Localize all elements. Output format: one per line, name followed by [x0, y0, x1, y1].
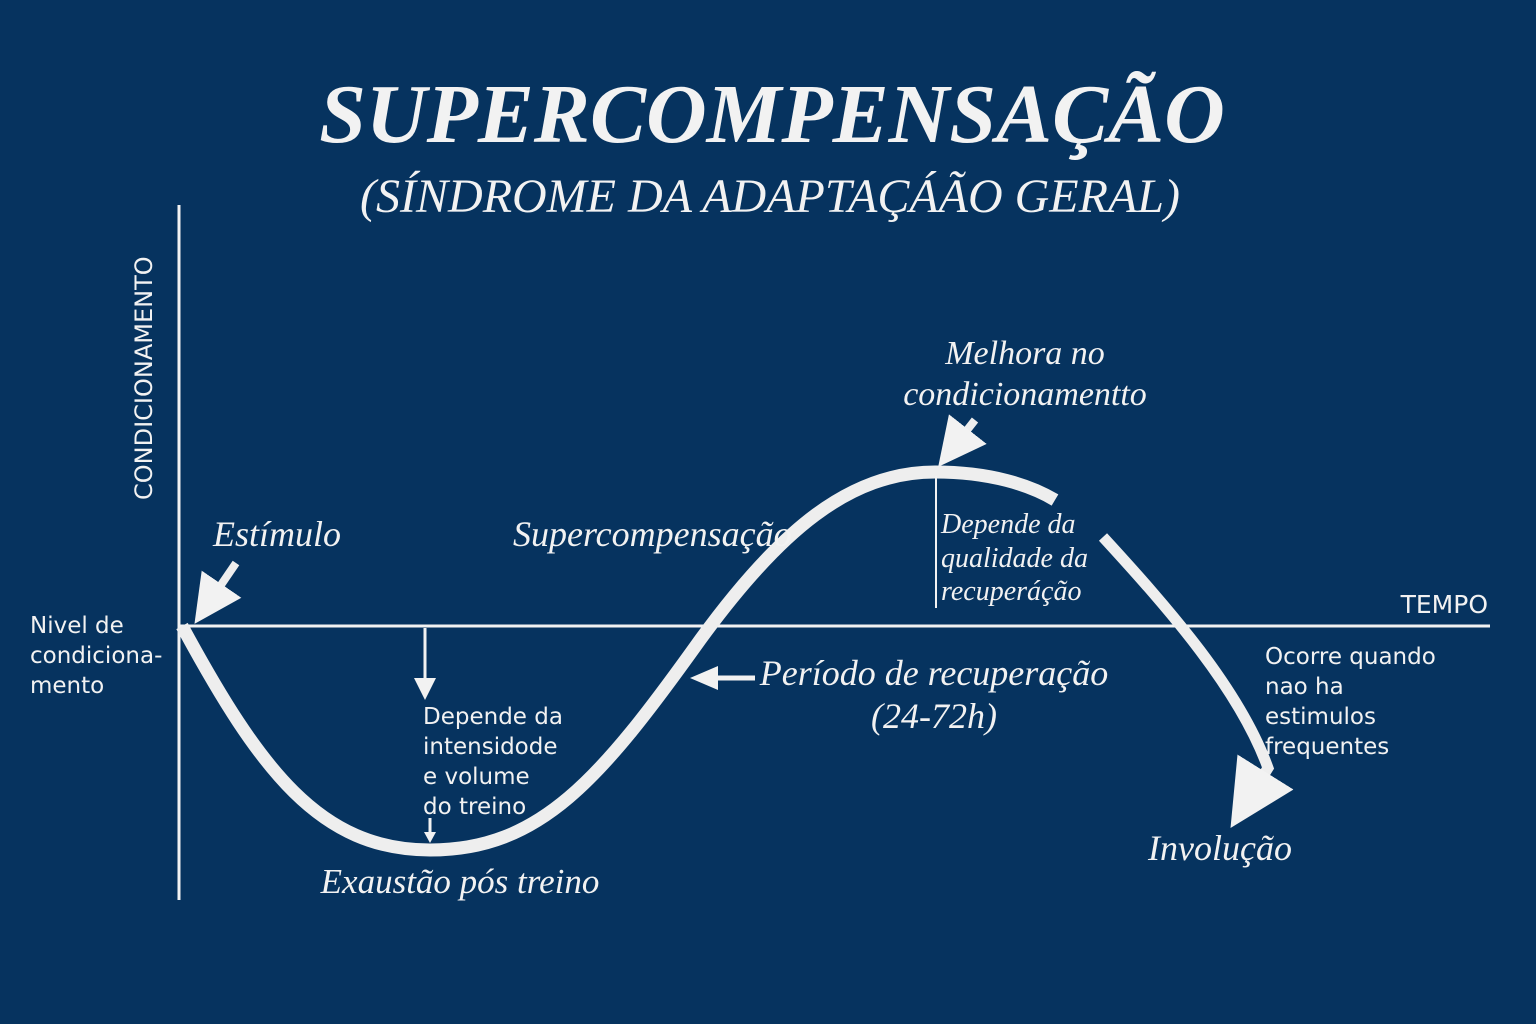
- training-dependence-line: intensidode: [423, 734, 558, 760]
- exhaustion-arrow-head-icon: [424, 832, 436, 843]
- improvement-label-line: condicionamentto: [903, 376, 1147, 413]
- recovery-period-line: Período de recuperação: [759, 653, 1109, 693]
- training-dependence-line: e volume: [423, 764, 530, 790]
- involution-note-line: Ocorre quando: [1265, 644, 1436, 670]
- supercompensation-curve: [176, 465, 1059, 857]
- supercompensation-label: Supercompensação: [513, 514, 792, 554]
- subtitle: (SÍNDROME DA ADAPTAÇÁÃO GERAL): [360, 170, 1180, 223]
- recovery-quality-line: Depende da: [940, 509, 1076, 540]
- involution-curve: [1098, 533, 1294, 828]
- involution-note-line: estimulos: [1265, 704, 1376, 730]
- recovery-period-line: (24-72h): [871, 696, 997, 736]
- title: SUPERCOMPENSAÇÃO: [319, 68, 1225, 161]
- x-axis-label: TEMPO: [1400, 590, 1488, 619]
- training-arrow-head-icon: [414, 678, 436, 700]
- stimulus-arrow-icon: [194, 560, 242, 624]
- baseline-label-line: condiciona-: [30, 643, 162, 669]
- involution-note-line: nao ha: [1265, 674, 1344, 700]
- training-dependence-line: do treino: [423, 794, 526, 820]
- stimulus-label: Estímulo: [212, 514, 341, 554]
- baseline-label-line: Nivel de: [30, 613, 124, 639]
- recovery-quality-line: qualidade da: [941, 543, 1088, 574]
- involution-note-line: frequentes: [1265, 734, 1389, 760]
- recovery-arrow-head-icon: [690, 666, 718, 690]
- baseline-label-line: mento: [30, 673, 104, 699]
- improvement-arrow-icon: [938, 414, 987, 467]
- involution-label: Involução: [1147, 828, 1292, 868]
- recovery-quality-line: recuperáção: [941, 576, 1081, 607]
- exhaustion-label: Exaustão pós treino: [320, 862, 600, 901]
- y-axis-label: CONDICIONAMENTO: [130, 256, 158, 500]
- improvement-label-line: Melhora no: [944, 335, 1105, 372]
- baseline-label: Nivel de condiciona- mento: [30, 613, 162, 699]
- training-dependence-line: Depende da: [423, 704, 563, 730]
